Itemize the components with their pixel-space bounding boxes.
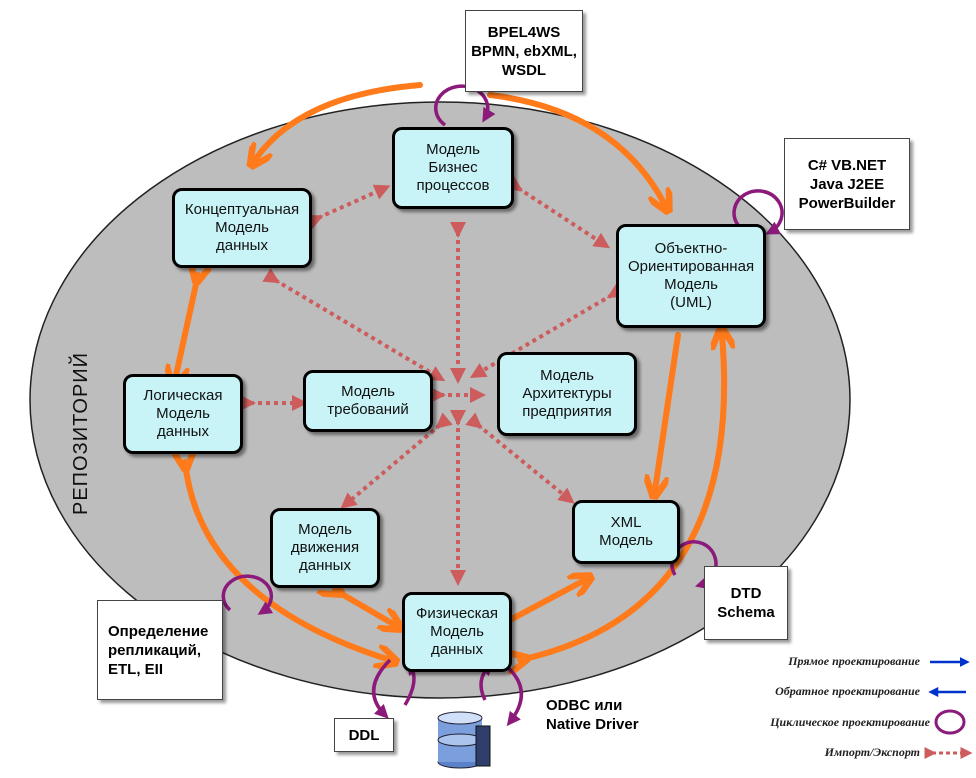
cycle-icon-replication bbox=[221, 574, 274, 615]
orange-arrows bbox=[175, 82, 724, 660]
arrow-concept-logical bbox=[175, 275, 198, 380]
repository-label: РЕПОЗИТОРИЙ bbox=[70, 351, 92, 515]
note-odbc-driver: ODBC или Native Driver bbox=[546, 697, 639, 733]
cycle-icon-odbc bbox=[503, 663, 524, 727]
dotted-arrows bbox=[240, 175, 625, 586]
note-dtd-schema: DTD Schema bbox=[704, 566, 788, 640]
node-conceptual-data-model[interactable]: Концептуальная Модель данных bbox=[172, 188, 312, 268]
arrow-dataflow-physical bbox=[335, 590, 395, 625]
node-object-oriented-model[interactable]: Объектно- Ориентированная Модель (UML) bbox=[616, 224, 766, 328]
legend-graphics bbox=[924, 657, 973, 759]
arrow-top-right bbox=[487, 92, 665, 205]
arrow-top-left bbox=[255, 82, 423, 160]
arrow-logical-physical bbox=[185, 462, 390, 660]
note-programming-languages: C# VB.NET Java J2EE PowerBuilder bbox=[784, 138, 910, 230]
legend-reverse-label: Обратное проектирование bbox=[775, 684, 920, 698]
node-requirements-model[interactable]: Модель требований bbox=[303, 370, 433, 432]
node-logical-data-model[interactable]: Логическая Модель данных bbox=[123, 374, 243, 454]
legend-cycle-icon bbox=[934, 709, 966, 735]
note-ddl: DDL bbox=[334, 718, 394, 752]
node-enterprise-architecture-model[interactable]: Модель Архитектуры предприятия bbox=[497, 352, 637, 436]
node-xml-model[interactable]: XML Модель bbox=[572, 500, 680, 564]
database-icon bbox=[437, 711, 491, 769]
cycle-icon-languages bbox=[732, 189, 784, 235]
legend-forward-label: Прямое проектирование bbox=[788, 654, 920, 668]
arrow-physical-oo bbox=[520, 335, 724, 660]
arrow-physical-xml bbox=[507, 580, 585, 623]
legend-import-export-label: Импорт/Экспорт bbox=[824, 745, 920, 759]
node-business-process-model[interactable]: Модель Бизнес процессов bbox=[392, 127, 514, 209]
note-replication: Определение репликаций, ETL, EII bbox=[97, 600, 223, 700]
note-bpel-standards: BPEL4WS BPMN, ebXML, WSDL bbox=[465, 10, 583, 92]
cycle-icon-ddl bbox=[371, 658, 392, 719]
legend-round-trip-label: Циклическое проектирование bbox=[770, 715, 930, 729]
node-physical-data-model[interactable]: Физическая Модель данных bbox=[402, 592, 512, 672]
cycle-icon-bpel bbox=[434, 84, 496, 127]
node-data-flow-model[interactable]: Модель движения данных bbox=[270, 508, 380, 588]
